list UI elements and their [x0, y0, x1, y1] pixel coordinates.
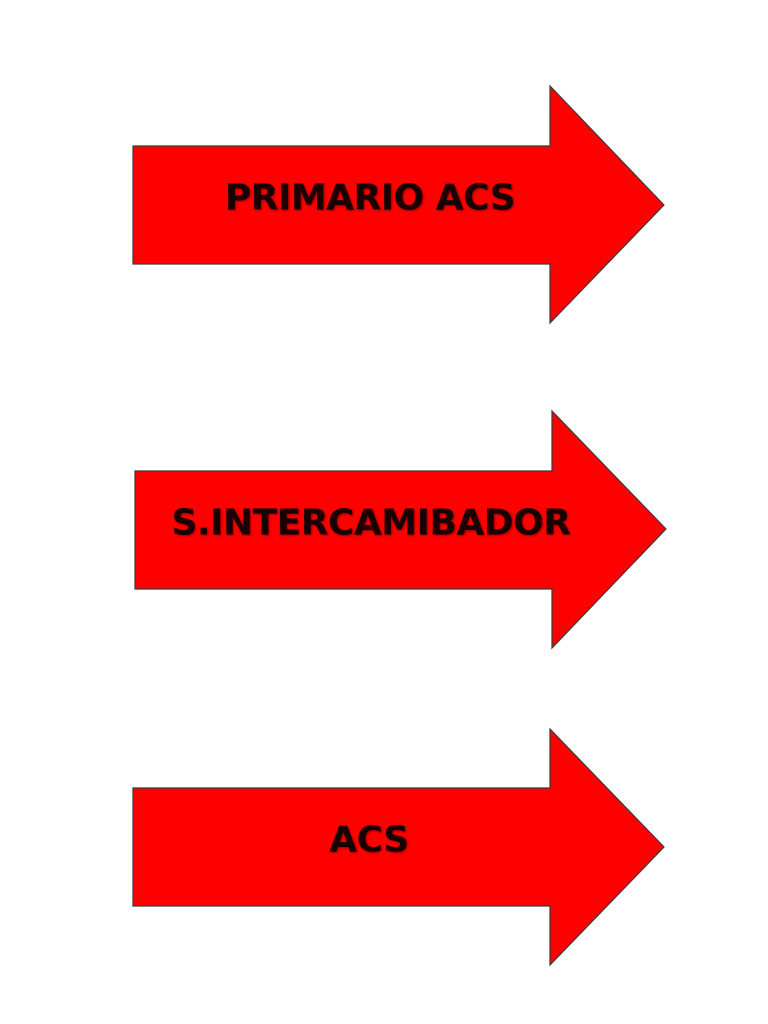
arrow-label-primario-acs: PRIMARIO ACS: [224, 177, 516, 219]
arrow-label-s-intercamibador: S.INTERCAMIBADOR: [171, 502, 571, 544]
arrow-label-acs: ACS: [329, 819, 409, 861]
arrow-shape-1: [132, 84, 665, 325]
arrow-shape-3: [132, 727, 665, 967]
arrow-shape-2: [134, 409, 667, 650]
